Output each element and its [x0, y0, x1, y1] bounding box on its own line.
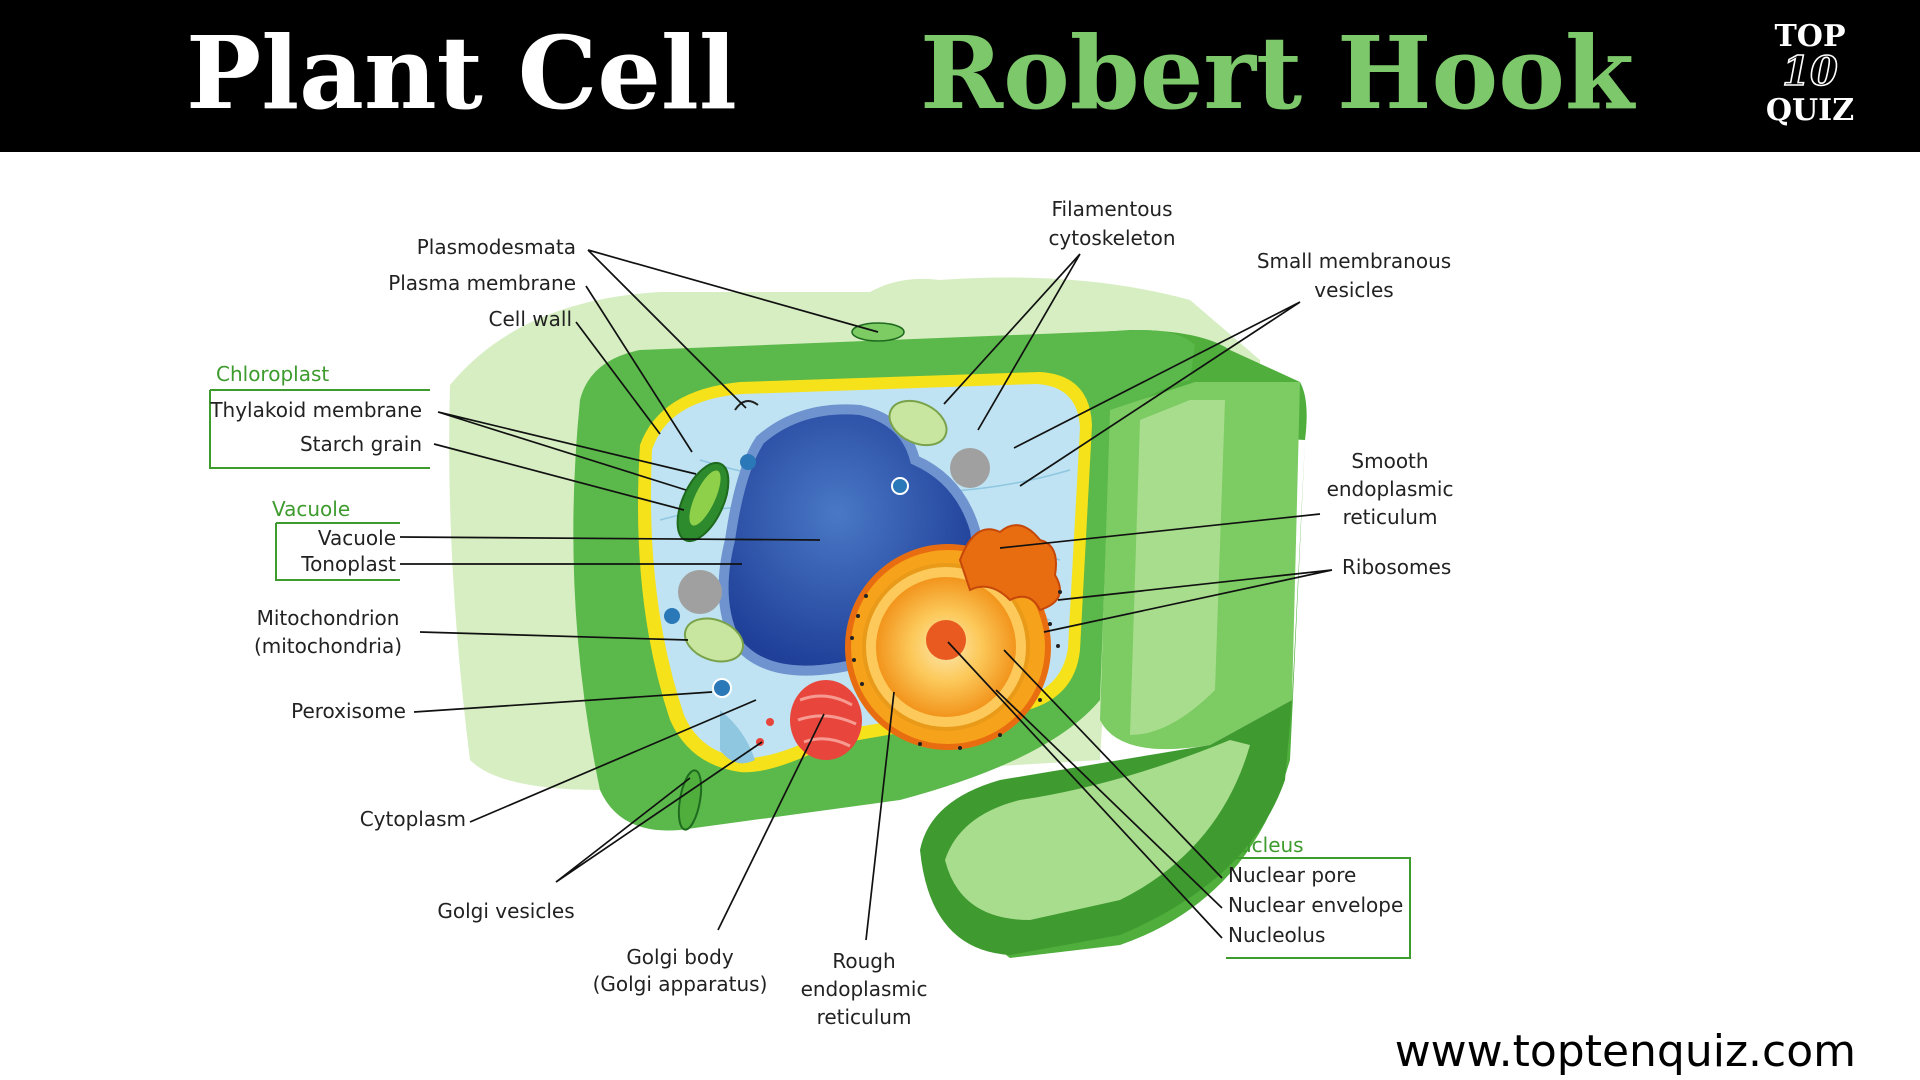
label-nuclear-pore: Nuclear pore: [1228, 863, 1356, 887]
label-smooth-er-3: reticulum: [1343, 505, 1438, 529]
smooth-er: [958, 524, 1061, 612]
golgi-cisternae: [797, 694, 857, 748]
label-mitochondrion: Mitochondrion: [257, 606, 400, 630]
label-starch-grain: Starch grain: [300, 432, 422, 456]
group-label-chloroplast: Chloroplast: [216, 362, 329, 386]
cell-wall-bottom-light: [945, 740, 1250, 920]
title-plant-cell: Plant Cell: [186, 14, 737, 132]
peroxisome: [740, 454, 756, 470]
peroxisome: [891, 477, 909, 495]
label-nucleolus: Nucleolus: [1228, 923, 1325, 947]
group-label-vacuole: Vacuole: [272, 497, 350, 521]
website-url: www.toptenquiz.com: [1394, 1026, 1856, 1077]
label-tonoplast: Tonoplast: [300, 552, 396, 576]
leader-lines: [399, 249, 1333, 941]
label-cell-wall: Cell wall: [489, 307, 572, 331]
logo-line-quiz: QUIZ: [1765, 93, 1855, 128]
vesicle-grey: [950, 448, 990, 488]
label-smooth-er-2: endoplasmic: [1327, 477, 1454, 501]
label-mitochondrion-alt: (mitochondria): [254, 634, 402, 658]
top10quiz-logo: TOP 10 QUIZ: [1760, 20, 1860, 132]
mitochondrion-left: [683, 617, 745, 663]
label-cytoplasm: Cytoplasm: [360, 807, 466, 831]
label-golgi-body: Golgi body: [626, 945, 734, 969]
golgi-vesicles-cluster: [720, 710, 755, 764]
label-plasma-membrane: Plasma membrane: [388, 271, 576, 295]
label-nuclear-envelope: Nuclear envelope: [1228, 893, 1403, 917]
golgi-vesicle: [766, 718, 774, 726]
label-smooth-er-1: Smooth: [1351, 449, 1428, 473]
peroxisome: [664, 608, 680, 624]
title-banner: Plant Cell Robert Hook TOP 10 QUIZ: [0, 0, 1920, 152]
mitochondrion-top: [888, 399, 948, 447]
label-golgi-vesicles: Golgi vesicles: [437, 899, 574, 923]
label-small-vesicles-2: vesicles: [1314, 278, 1393, 302]
label-golgi-apparatus: (Golgi apparatus): [593, 972, 768, 996]
chloroplast-group-bracket: [209, 389, 430, 469]
peroxisome: [712, 678, 732, 698]
label-filamentous-cytoskeleton-1: Filamentous: [1051, 197, 1172, 221]
nucleus-group-bracket: [1226, 857, 1411, 959]
logo-line-ten: 10: [1781, 48, 1838, 95]
label-rough-er-1: Rough: [832, 949, 895, 973]
cell-wall-side-light: [1130, 400, 1225, 735]
label-ribosomes: Ribosomes: [1342, 555, 1451, 579]
label-peroxisome: Peroxisome: [291, 699, 406, 723]
vacuole-group-bracket: [275, 522, 400, 581]
logo-line-top: TOP: [1774, 19, 1846, 54]
title-robert-hook: Robert Hook: [920, 14, 1635, 132]
label-plasmodesmata: Plasmodesmata: [417, 235, 576, 259]
label-filamentous-cytoskeleton-2: cytoskeleton: [1048, 226, 1175, 250]
label-rough-er-3: reticulum: [817, 1005, 912, 1029]
label-thylakoid-membrane: Thylakoid membrane: [209, 398, 422, 422]
label-small-vesicles-1: Small membranous: [1257, 249, 1451, 273]
ribosome-dots: [850, 590, 1062, 750]
label-vacuole: Vacuole: [318, 526, 396, 550]
plasmodesmata: [734, 400, 759, 411]
label-rough-er-2: endoplasmic: [801, 977, 928, 1001]
vesicle-grey: [678, 570, 722, 614]
chloroplast-left-inner: [689, 470, 721, 526]
group-label-nucleus: Nucleus: [1224, 833, 1304, 857]
